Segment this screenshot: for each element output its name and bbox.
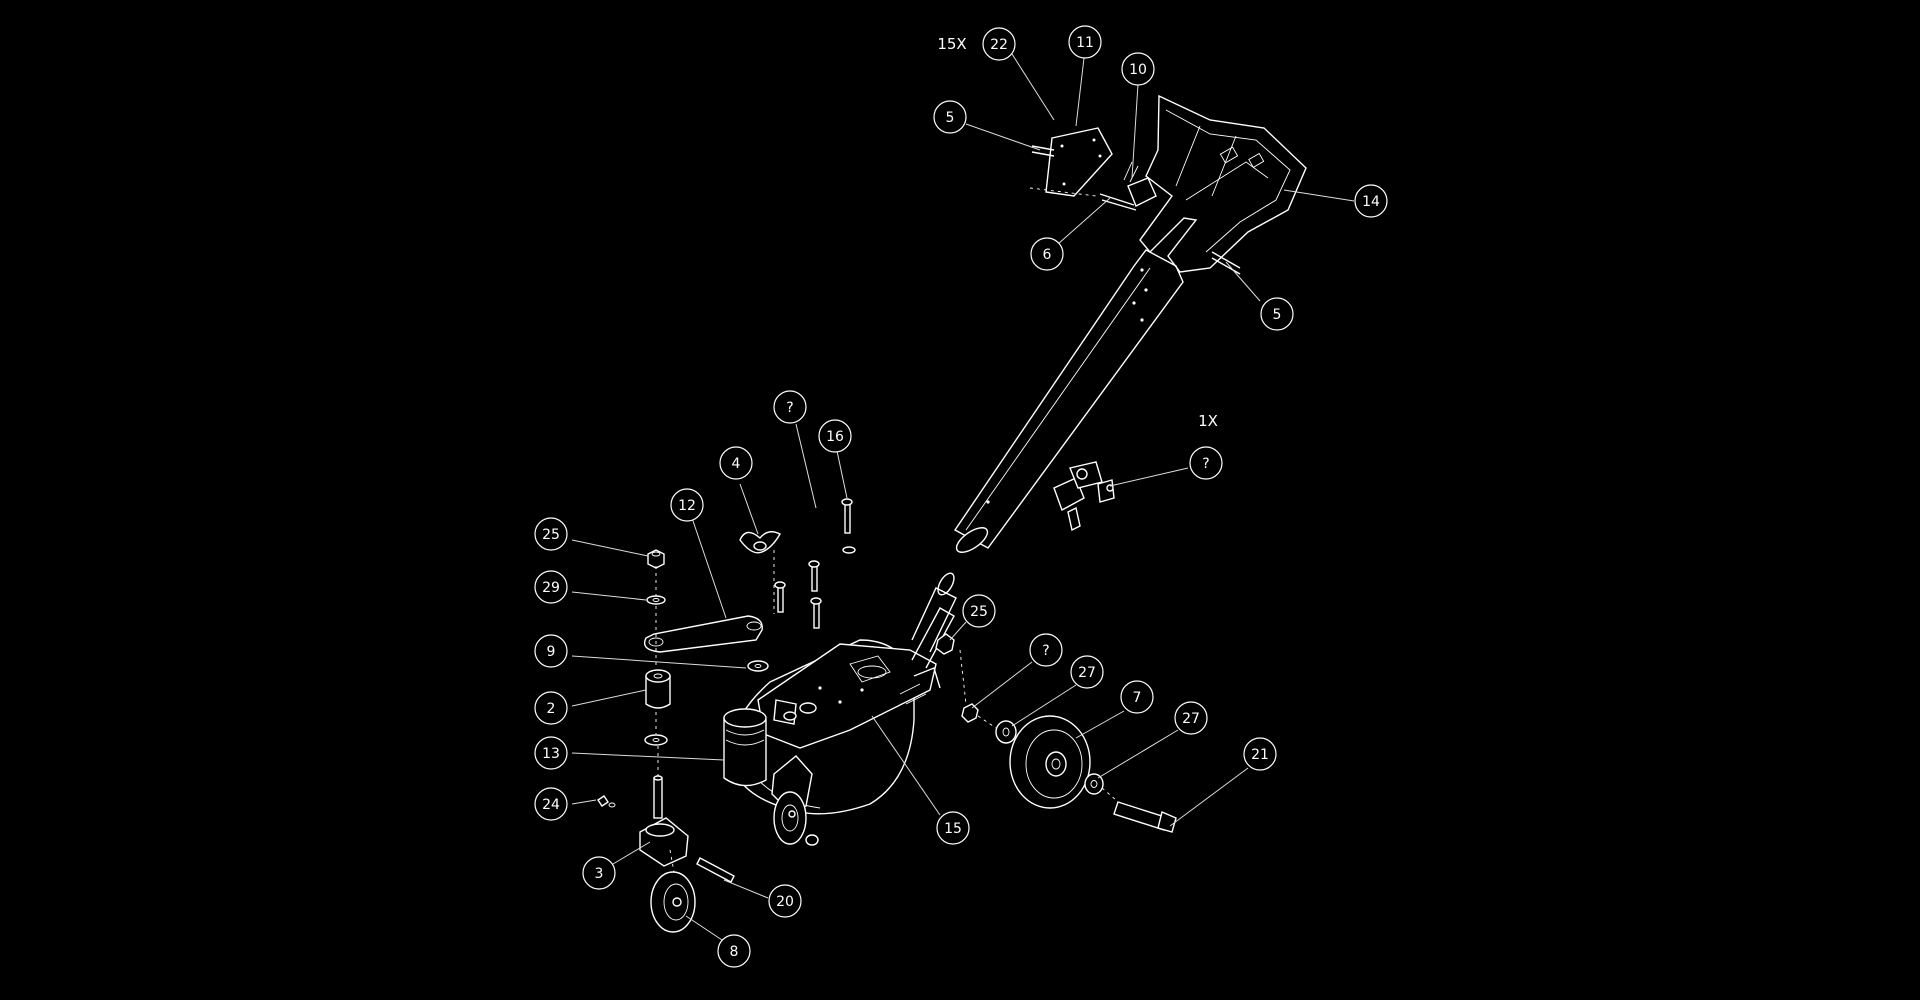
rear-caster [597,775,735,933]
callout-27-bottom: 27 [1174,701,1208,735]
callout-24: 24 [534,787,568,821]
front-caster [771,699,819,846]
right-wheel-assembly [935,633,1177,833]
callout-22-label: 22 [990,37,1008,53]
quantity-note-handle-screws: 15X [937,35,966,53]
callout-6-label: 6 [1043,247,1052,263]
callout-14: 14 [1354,184,1388,218]
callout-5-right-label: 5 [1273,307,1282,323]
callout-21-label: 21 [1251,747,1269,763]
callout-11: 11 [1068,25,1102,59]
callout-27-bottom-label: 27 [1182,711,1200,727]
callout-3-label: 3 [595,866,604,882]
callout-25-right: 25 [962,594,996,628]
callout-8: 8 [717,934,751,968]
callout-13-label: 13 [542,746,560,762]
handle-frame [1139,94,1307,273]
callout-15: 15 [936,811,970,845]
wing-nut [739,531,781,554]
callout-screw-unknown: ? [773,390,807,424]
callout-5-top-label: 5 [946,110,955,126]
handle-tube [953,249,1184,553]
base-housing [733,572,957,815]
callout-24-label: 24 [542,797,560,813]
callout-7: 7 [1120,680,1154,714]
callout-22: 22 [982,27,1016,61]
callout-12-label: 12 [678,498,696,514]
callout-9-label: 9 [547,644,556,660]
callout-20-label: 20 [776,894,794,910]
callout-2: 2 [534,691,568,725]
lever-arm [643,615,763,653]
callout-2-label: 2 [547,701,556,717]
callout-27-top: 27 [1070,655,1104,689]
callout-valve-unknown: ? [1189,446,1223,480]
bolts [774,498,856,629]
quantity-note-valve: 1X [1198,412,1218,430]
callout-12: 12 [670,488,704,522]
callout-27-top-label: 27 [1078,665,1096,681]
callout-5-top: 5 [933,100,967,134]
callout-20: 20 [768,884,802,918]
callout-25-left-label: 25 [542,527,560,543]
callout-21: 21 [1243,737,1277,771]
callout-7-label: 7 [1133,690,1142,706]
callout-25-right-label: 25 [970,604,988,620]
callout-10: 10 [1121,52,1155,86]
callout-5-right: 5 [1260,297,1294,331]
callout-25-left: 25 [534,517,568,551]
valve-assembly [1053,461,1115,532]
callout-15-label: 15 [944,821,962,837]
callout-13: 13 [534,736,568,770]
leader-lines [571,53,1355,941]
callout-9: 9 [534,634,568,668]
callout-valve-unknown-label: ? [1202,456,1209,472]
callout-screw-unknown-label: ? [786,400,793,416]
callout-4-label: 4 [732,456,741,472]
assembly-center-lines [655,187,1117,873]
left-stack [644,549,769,746]
callout-nut-unknown-label: ? [1042,643,1049,659]
callout-29-label: 29 [542,580,560,596]
callout-3: 3 [582,856,616,890]
handle-bracket [1099,161,1241,275]
callout-6: 6 [1030,237,1064,271]
callout-29: 29 [534,570,568,604]
pivot-cylinder [723,708,767,787]
callout-4: 4 [719,446,753,480]
callout-11-label: 11 [1076,35,1094,51]
callout-16-label: 16 [826,429,844,445]
callout-10-label: 10 [1129,62,1147,78]
callout-nut-unknown: ? [1029,633,1063,667]
cover-plate [1031,127,1113,197]
callout-8-label: 8 [730,944,739,960]
callout-14-label: 14 [1362,194,1380,210]
callout-16: 16 [818,419,852,453]
